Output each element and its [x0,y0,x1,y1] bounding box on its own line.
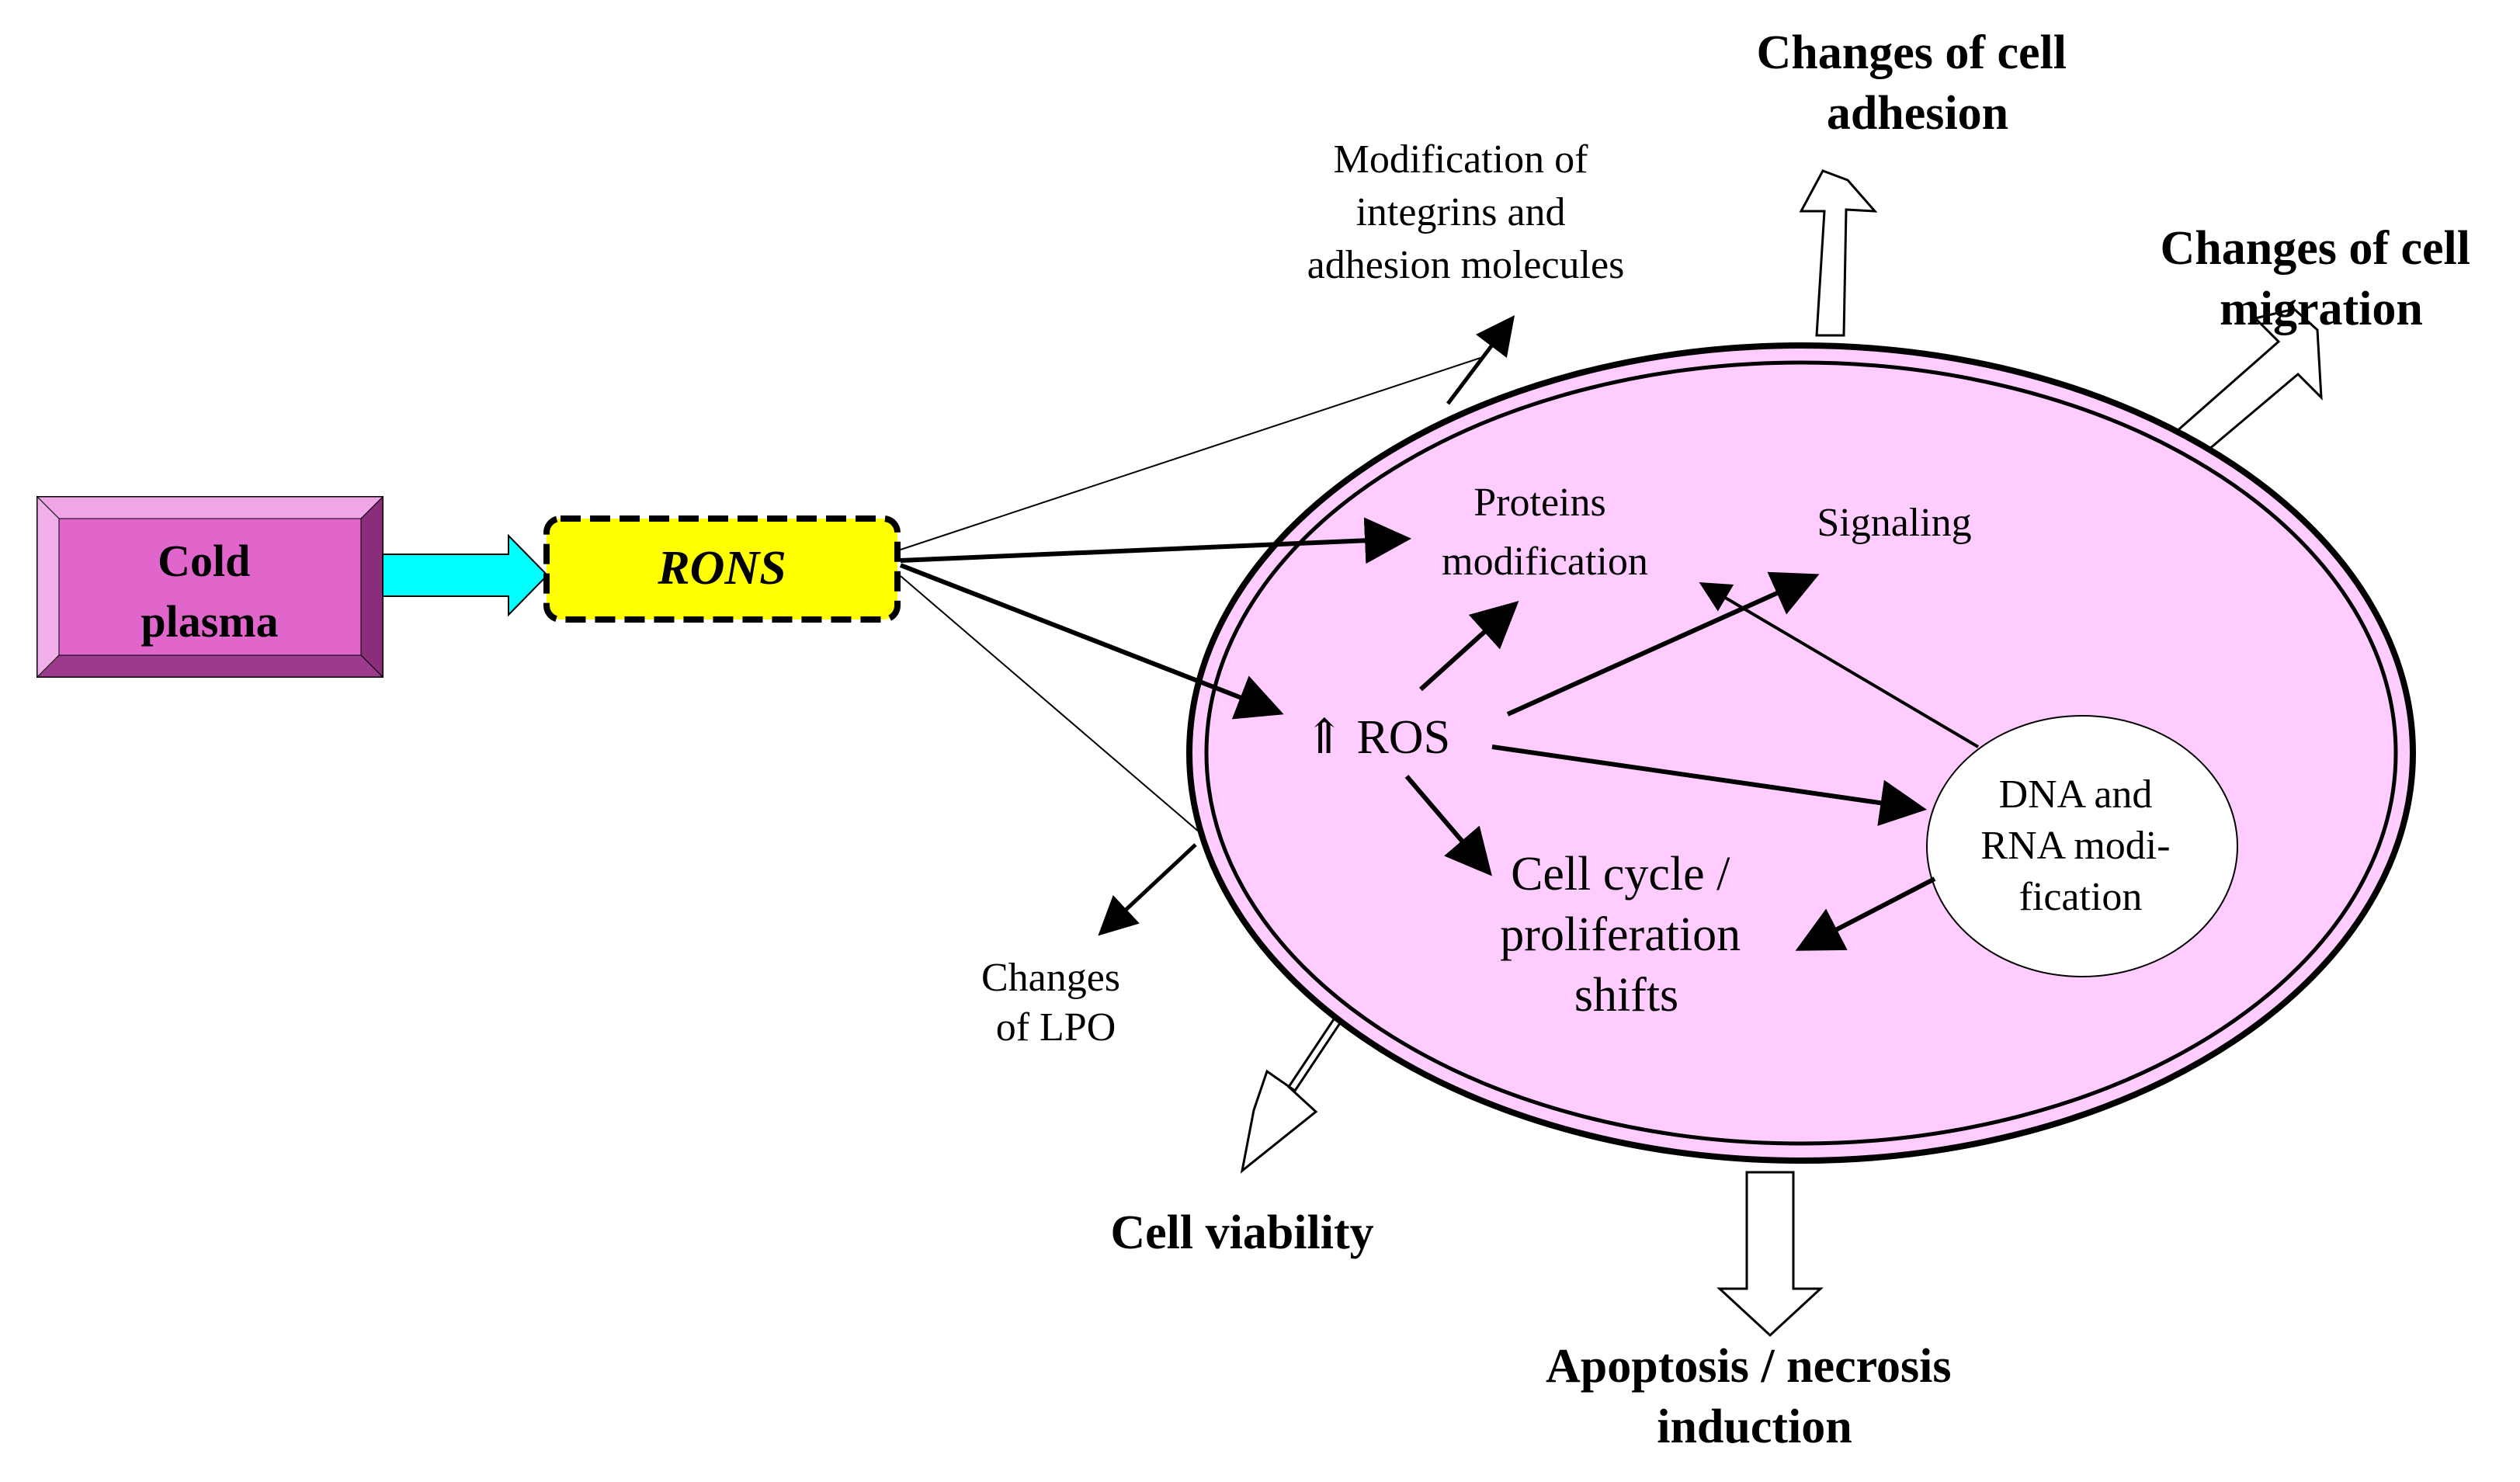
integrins-line2: integrins and [1355,190,1565,234]
dna-line2: RNA modi- [1980,824,2170,868]
funnel-line-bottom [900,575,1200,833]
migration-line1: Changes of cell [2160,222,2470,275]
dna-rna-label: DNA and RNA modi- fication [1980,772,2180,919]
lpo-line2: of LPO [996,1005,1116,1050]
adhesion-outcome-arrow [1799,169,1878,337]
plasma-to-rons-arrow [382,533,549,617]
integrins-line3: adhesion molecules [1307,243,1625,287]
proteins-line1: Proteins [1473,481,1605,525]
cell-cycle-line3: shifts [1574,969,1678,1022]
rons-box [543,515,901,623]
adhesion-outcome-label: Changes of cell adhesion [1756,26,2078,140]
adhesion-line1: Changes of cell [1756,26,2067,79]
signaling-label: Signaling [1817,501,1971,545]
ros-to-proteins-arrow [1418,600,1519,692]
integrins-line1: Modification of [1334,137,1589,182]
rons-to-proteins-arrow [900,517,1411,564]
funnel-line-top [900,356,1484,550]
cold-plasma-box [36,495,384,679]
apoptosis-line1: Apoptosis / necrosis [1546,1340,1952,1393]
cold-plasma-label: Cold plasma [141,536,278,647]
dna-rna-nucleus [1926,715,2238,977]
migration-outcome-arrow [2166,307,2323,468]
apoptosis-line2: induction [1657,1400,1852,1453]
cell-membrane-inner [1204,360,2398,1146]
dna-line1: DNA and [1999,772,2153,817]
ros-to-dna-arrow [1491,744,1927,826]
lpo-line1: Changes [981,956,1120,1000]
rons-label: RONS [657,542,786,595]
cold-plasma-line1: Cold [158,536,250,586]
migration-line2: migration [2220,283,2423,335]
lpo-label: Changes of LPO [981,956,1130,1050]
viability-outcome-arrow [1240,1015,1344,1174]
cell-to-integrins-arrow [1446,315,1515,405]
ros-to-signaling-arrow [1506,571,1820,717]
apoptosis-outcome-label: Apoptosis / necrosis induction [1546,1340,1963,1453]
integrins-label: Modification of integrins and adhesion m… [1307,137,1625,287]
adhesion-line2: adhesion [1827,87,2008,140]
rons-to-ros-arrow [899,563,1284,720]
ros-to-cell-cycle-arrow [1404,775,1492,876]
apoptosis-outcome-arrow [1716,1171,1824,1338]
dna-to-cell-cycle-arrow [1795,876,1936,951]
cell-cycle-line1: Cell cycle / [1511,848,1730,901]
ros-label: ⇑ ROS [1304,711,1450,764]
dna-to-proteins-arrow [1699,581,1980,748]
cell-to-lpo-arrow [1098,843,1197,936]
viability-outcome-label: Cell viability [1110,1206,1373,1259]
proteins-modification-label: Proteins modification [1442,481,1648,584]
cold-plasma-line2: plasma [141,596,278,647]
dna-line3: fication [2019,875,2143,919]
migration-outcome-label: Changes of cell migration [2160,222,2482,335]
cell-cycle-line2: proliferation [1500,908,1741,961]
proteins-line2: modification [1442,540,1648,584]
cell-cycle-label: Cell cycle / proliferation shifts [1500,848,1752,1022]
